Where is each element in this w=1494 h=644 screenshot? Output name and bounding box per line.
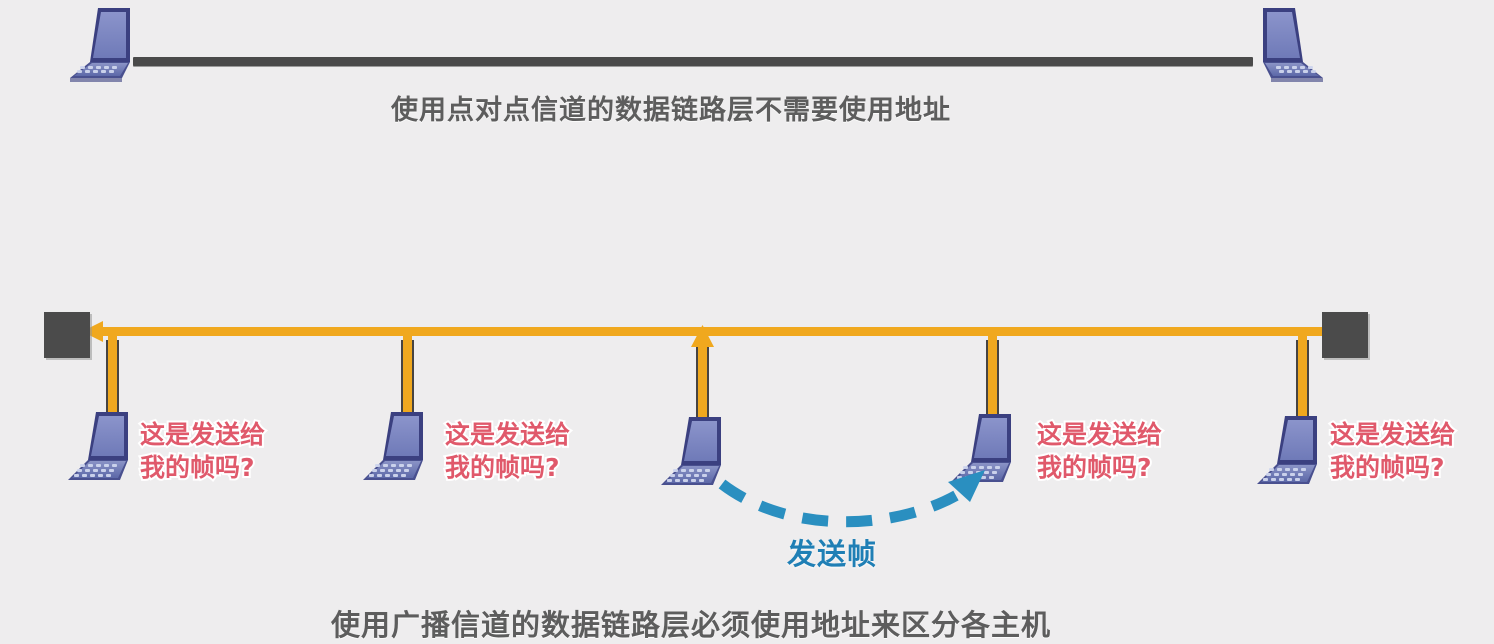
send-frame-label: 发送帧 — [787, 537, 878, 571]
question-label-line2: 我的帧吗? — [1328, 451, 1447, 484]
drop-arrow-host-4 — [981, 331, 1004, 440]
laptop-icon-host-5 — [1257, 416, 1317, 484]
question-label-host-1: 这是发送给 我的帧吗? — [138, 418, 267, 484]
question-label-host-2: 这是发送给 我的帧吗? — [443, 418, 572, 484]
bus-terminator-left — [44, 312, 90, 358]
laptop-icon-p2p-left — [70, 8, 130, 82]
bus-signal-arrow-horizontal — [82, 321, 1366, 342]
question-label-line1: 这是发送给 — [443, 418, 572, 451]
drop-arrow-host-5 — [1291, 331, 1314, 440]
question-label-line1: 这是发送给 — [138, 418, 267, 451]
caption-point-to-point: 使用点对点信道的数据链路层不需要使用地址 — [391, 95, 951, 126]
laptop-icon-host-3 — [661, 417, 721, 485]
laptop-icon-host-4 — [951, 414, 1011, 482]
question-label-host-5: 这是发送给 我的帧吗? — [1328, 418, 1457, 484]
question-label-line2: 我的帧吗? — [138, 451, 257, 484]
bus-terminator-right — [1322, 312, 1368, 358]
send-frame-dashed-arrow — [718, 470, 985, 528]
drop-arrow-host-3 — [691, 325, 714, 428]
drop-arrow-host-2 — [396, 331, 419, 440]
laptop-icon-p2p-right — [1263, 8, 1323, 82]
question-label-line1: 这是发送给 — [1328, 418, 1457, 451]
laptop-icon-host-2 — [363, 412, 423, 480]
question-label-line1: 这是发送给 — [1035, 418, 1164, 451]
drop-arrow-host-1 — [101, 331, 124, 440]
question-label-host-4: 这是发送给 我的帧吗? — [1035, 418, 1164, 484]
question-label-line2: 我的帧吗? — [1035, 451, 1154, 484]
point-to-point-link — [133, 57, 1253, 66]
question-label-line2: 我的帧吗? — [443, 451, 562, 484]
bus-drop-lines — [106, 340, 1309, 428]
caption-broadcast: 使用广播信道的数据链路层必须使用地址来区分各主机 — [331, 608, 1052, 642]
laptop-icon-host-1 — [68, 412, 128, 480]
